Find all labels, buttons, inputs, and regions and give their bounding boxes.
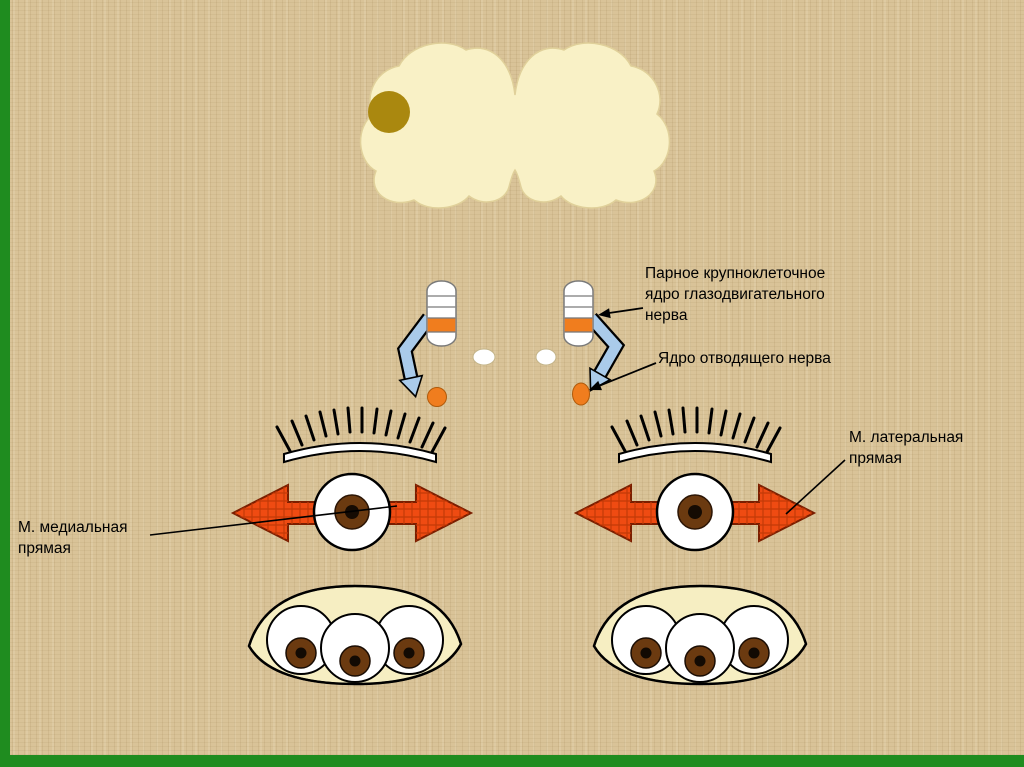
nucleus-column-body	[426, 280, 457, 347]
brain-outline	[359, 42, 671, 209]
eyeball-pupil	[748, 647, 760, 659]
eyelash-base	[283, 442, 437, 464]
label-line: М. медиальная	[18, 519, 128, 536]
label-line: прямая	[849, 450, 902, 467]
nucleus-column-left	[426, 280, 457, 347]
eye-pupil	[688, 505, 702, 519]
brain-left-spot	[368, 91, 410, 133]
eyelid-outline	[247, 584, 463, 686]
orange-segment	[564, 317, 593, 333]
nucleus-column-right	[563, 280, 594, 347]
abducens-label-arrow	[589, 362, 657, 391]
label-medial-rectus: М. медиальная прямая	[18, 517, 127, 559]
eyelid-outline	[592, 584, 808, 686]
nucleus-column-segments	[564, 295, 593, 333]
label-line: прямая	[18, 540, 71, 557]
eyelid-eyeballs	[611, 605, 789, 683]
eyeball-pupil	[295, 647, 307, 659]
green-border-left	[0, 0, 10, 767]
lower-eyes-left	[247, 584, 463, 686]
label-abducens-nucleus: Ядро отводящего нерва	[658, 348, 831, 369]
blue-pathway-arrow-right	[585, 313, 626, 392]
eyelashes-right	[610, 406, 782, 464]
label-line: Парное крупноклеточное	[645, 265, 826, 282]
label-line: нерва	[645, 307, 688, 324]
arrow-line	[608, 307, 644, 314]
eyelash-hairs	[275, 406, 447, 454]
lower-eyes-right	[592, 584, 808, 686]
nucleus-column-body	[563, 280, 594, 347]
blue-arrow-shaft	[587, 314, 623, 377]
midline-oval-right	[535, 348, 557, 366]
orange-segment	[427, 317, 456, 333]
eye-right	[655, 472, 735, 552]
abducens-dot-right	[572, 382, 590, 406]
label-oculomotor-nucleus: Парное крупноклеточное ядро глазодвигате…	[645, 263, 825, 326]
arrow-head	[589, 380, 602, 391]
lateral-label-line	[785, 459, 846, 515]
label-lateral-rectus: М. латеральная прямая	[849, 427, 963, 469]
arrow-head	[598, 308, 611, 319]
eyelid-eyeballs	[266, 605, 444, 683]
midline-oval-left	[472, 348, 496, 366]
green-border-bottom	[0, 755, 1024, 767]
eyeball-pupil	[640, 647, 652, 659]
label-line: М. латеральная	[849, 429, 964, 446]
blue-arrow-head	[398, 374, 424, 399]
medial-label-line	[149, 505, 398, 536]
eyelash-base	[618, 442, 772, 464]
label-line: Ядро отводящего нерва	[658, 350, 831, 367]
brain	[359, 42, 671, 209]
eyeball-pupil	[349, 655, 361, 667]
eyelash-hairs	[610, 406, 782, 454]
eyelashes-left	[275, 406, 447, 464]
arrow-line	[599, 362, 657, 387]
oculomotor-label-arrow	[598, 307, 644, 319]
abducens-dot-left	[427, 387, 447, 407]
eyeball-pupil	[403, 647, 415, 659]
label-line: ядро глазодвигательного	[645, 286, 825, 303]
blue-pathway-arrow-left	[396, 313, 435, 399]
eyeball-pupil	[694, 655, 706, 667]
blue-arrow-shaft	[399, 314, 434, 380]
nucleus-column-segments	[427, 295, 456, 333]
